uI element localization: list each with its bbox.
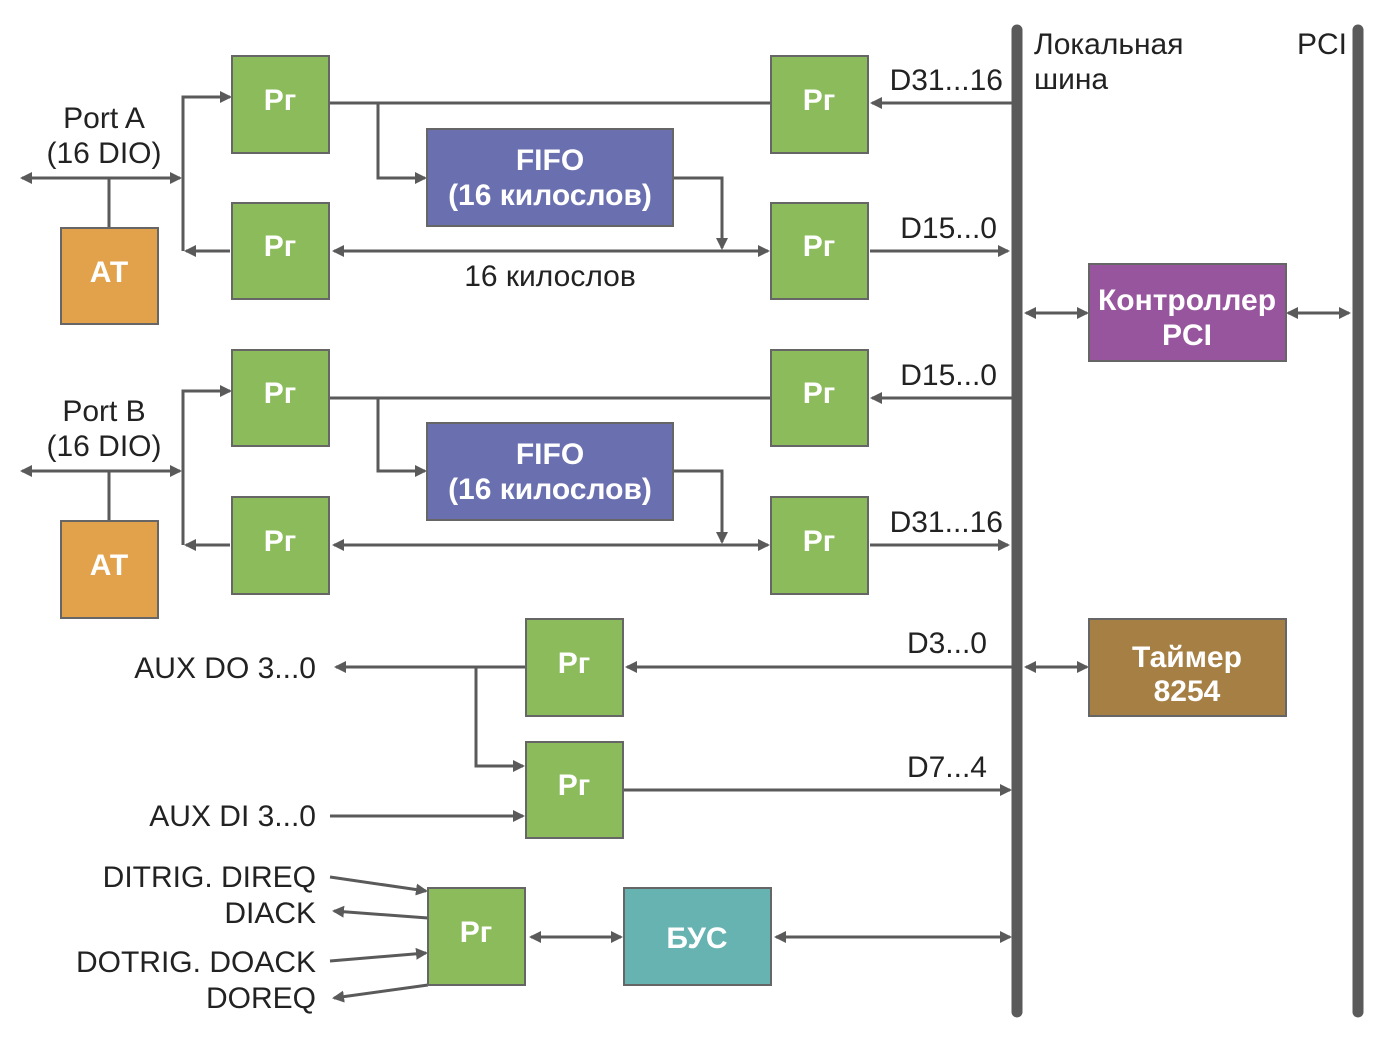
port-b-in-wire	[181, 385, 232, 545]
aux-di-label: AUX DI 3...0	[149, 800, 316, 833]
port-a-bypass-label: 16 килослов	[464, 260, 636, 293]
reg-label: Рг	[264, 525, 297, 558]
reg-label: Рг	[460, 916, 493, 949]
aux-do-reg-block: Рг	[525, 618, 624, 717]
port-a-reg-bus-top-block: Рг	[770, 55, 869, 154]
aux-do-feedback-wire	[474, 667, 525, 772]
port-a-label: Port A	[63, 102, 145, 135]
fifo-title: FIFO	[516, 438, 584, 471]
dotrig-label: DOTRIG. DOACK	[76, 946, 316, 979]
port-b-at-block: АТ	[60, 520, 159, 619]
port-a-reg-bus-bottom-block: Рг	[770, 202, 869, 300]
port-a-reg-out-block: Рг	[231, 202, 330, 300]
pci-controller-subtitle: PCI	[1162, 319, 1212, 352]
aux-di-reg-block: Рг	[525, 741, 624, 839]
diack-wire	[332, 905, 429, 920]
port-b-sublabel: (16 DIO)	[46, 430, 161, 463]
aux-do-label: AUX DO 3...0	[134, 652, 316, 685]
doreq-label: DOREQ	[206, 982, 316, 1015]
diack-label: DIACK	[224, 897, 316, 930]
port-a-fifo-in	[376, 103, 427, 184]
reg-label: Рг	[803, 84, 836, 117]
port-b-label: Port B	[62, 395, 145, 428]
port-b-fifo-block: FIFO (16 килослов)	[426, 422, 674, 521]
reg-label: Рг	[803, 525, 836, 558]
local-bus-subtitle: шина	[1034, 63, 1108, 96]
port-a-fifo-block: FIFO (16 килослов)	[426, 128, 674, 227]
at-label: АТ	[90, 549, 129, 582]
handshake-reg-block: Рг	[427, 887, 526, 986]
port-a-reg-in-block: Рг	[231, 55, 330, 154]
port-b-fifo-in	[376, 398, 427, 477]
aux-do-bus-label: D3...0	[907, 627, 987, 660]
reg-label: Рг	[264, 230, 297, 263]
at-label: АТ	[90, 256, 129, 289]
pci-controller-block: Контроллер PCI	[1088, 263, 1287, 362]
port-a-sublabel: (16 DIO)	[46, 137, 161, 170]
reg-label: Рг	[803, 377, 836, 410]
reg-label: Рг	[803, 230, 836, 263]
port-b-fifo-out	[673, 469, 728, 544]
local-bus-title: Локальная	[1034, 28, 1183, 61]
fifo-subtitle: (16 килослов)	[448, 473, 652, 506]
ditrig-wire	[329, 875, 428, 896]
port-a-fifo-out	[673, 176, 728, 250]
aux-di-bus-label: D7...4	[907, 751, 987, 784]
fifo-subtitle: (16 килослов)	[448, 179, 652, 212]
reg-label: Рг	[264, 84, 297, 117]
dotrig-wire	[329, 947, 428, 963]
pci-bus-title: PCI	[1297, 28, 1347, 61]
bus-controller-label: БУС	[666, 922, 727, 955]
reg-label: Рг	[264, 377, 297, 410]
port-a-top-bus-label: D31...16	[890, 64, 1003, 97]
port-a-in-wire	[181, 91, 232, 251]
port-b-reg-bus-top-block: Рг	[770, 349, 869, 447]
port-a-bottom-bus-label: D15...0	[900, 212, 997, 245]
pci-controller-title: Контроллер	[1098, 284, 1276, 317]
reg-label: Рг	[558, 769, 591, 802]
port-b-reg-bus-bottom-block: Рг	[770, 496, 869, 595]
port-b-top-bus-label: D15...0	[900, 359, 997, 392]
ditrig-label: DITRIG. DIREQ	[103, 861, 316, 894]
fifo-title: FIFO	[516, 144, 584, 177]
timer-block: Таймер 8254	[1088, 618, 1287, 717]
doreq-wire	[332, 983, 429, 1003]
port-a-at-block: АТ	[60, 227, 159, 325]
timer-subtitle: 8254	[1154, 675, 1221, 708]
port-b-bottom-bus-label: D31...16	[890, 506, 1003, 539]
port-b-reg-in-block: Рг	[231, 349, 330, 447]
port-b-reg-out-block: Рг	[231, 496, 330, 595]
timer-title: Таймер	[1132, 641, 1242, 674]
reg-label: Рг	[558, 647, 591, 680]
bus-controller-block: БУС	[623, 887, 772, 986]
